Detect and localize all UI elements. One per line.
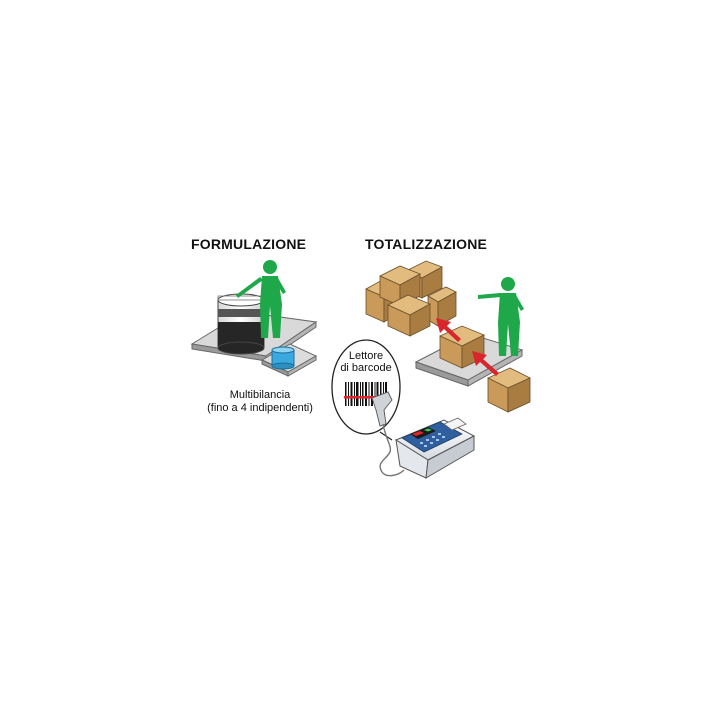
formulazione-title: FORMULAZIONE (191, 236, 307, 252)
box-stack-icon (365, 260, 457, 337)
arrow-icon (436, 318, 499, 376)
drum-icon (217, 293, 265, 355)
person-figure-icon (236, 260, 286, 338)
beaker-icon (271, 346, 295, 370)
caption-line-2: (fino a 4 indipendenti) (207, 402, 313, 414)
barcode-scanner-icon (371, 391, 405, 477)
weighing-terminal-icon (394, 417, 476, 479)
barcode-callout-label: Lettore di barcode (338, 350, 394, 374)
totalizzazione-title: TOTALIZZAZIONE (365, 236, 488, 252)
multibilancia-caption: Multibilancia (fino a 4 indipendenti) (200, 389, 320, 415)
box-icon (487, 367, 531, 413)
callout-line-2: di barcode (340, 362, 392, 374)
caption-line-1: Multibilancia (229, 389, 291, 401)
callout-line-1: Lettore (348, 350, 384, 362)
person-figure-icon (478, 277, 524, 356)
